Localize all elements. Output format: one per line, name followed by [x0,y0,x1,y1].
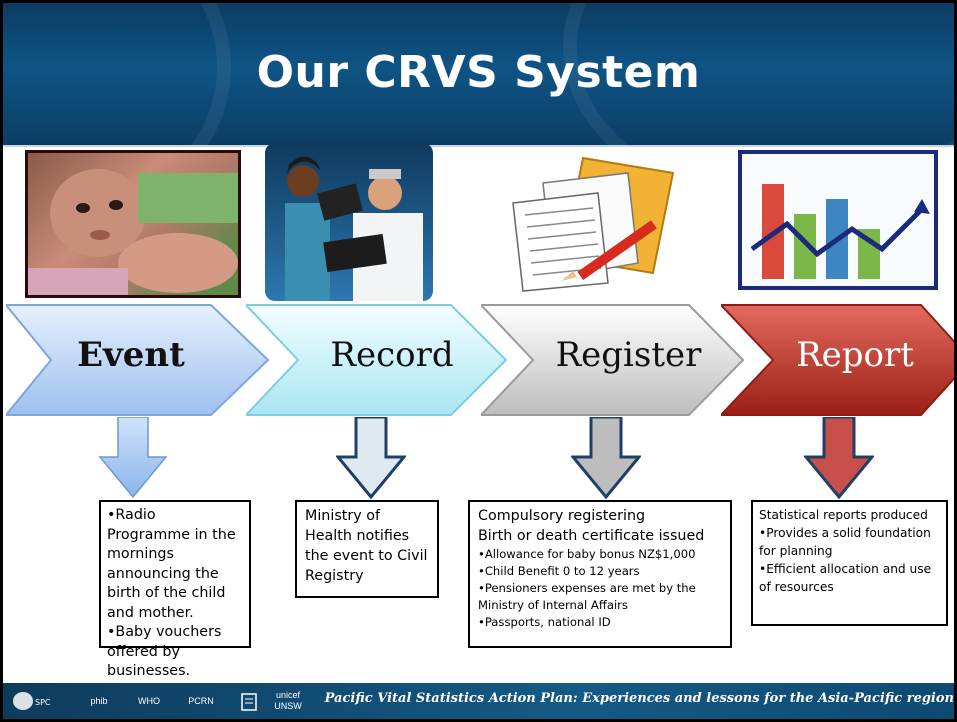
report-down-arrow [802,415,876,504]
register-detail-item: •Pensioners expenses are met by the Mini… [478,581,696,612]
phib-logo-text: phib [90,696,108,706]
event-details-box: •Radio Programme in the mornings announc… [99,500,251,679]
pcrn-logo: PCRN [181,687,221,715]
unicef-logo-text: unicef [275,690,301,700]
register-lead-text: Compulsory registering [478,508,646,524]
pcrn-logo-text: PCRN [188,696,214,706]
who-logo-text: WHO [138,696,160,706]
building-icon [239,687,259,715]
record-down-arrow [334,415,408,504]
report-detail-item: •Provides a solid foundation for plannin… [759,526,931,558]
register-details-box: Compulsory registering Birth or death ce… [468,500,732,648]
event-detail-item: •Radio Programme in the mornings announc… [107,507,236,621]
footer-caption: Pacific Vital Statistics Action Plan: Ex… [324,691,954,706]
slide-title: Our CRVS System [256,47,701,98]
chart-illustration [738,150,938,290]
register-detail-item: •Allowance for baby bonus NZ$1,000 [478,547,696,561]
step-report-chevron: Report [721,303,954,417]
register-lead-text: Birth or death certificate issued [478,528,705,544]
step-event-chevron: Event [6,303,271,417]
who-logo: WHO [128,687,170,715]
footer-bar: SPC phib WHO PCRN unicef UNSW Pacific Vi… [3,683,954,719]
register-down-arrow [569,415,643,504]
step-event-label: Event [77,335,185,375]
step-record-label: Record [330,335,454,375]
register-detail-item: •Passports, national ID [478,615,611,629]
spc-logo: SPC [11,687,51,715]
step-report-label: Report [796,335,914,375]
doctors-illustration [265,143,433,301]
event-detail-item: •Baby vouchers offered by businesses. [107,624,222,679]
step-register-label: Register [555,335,702,375]
baby-photo [25,150,241,298]
unsw-logo-text: UNSW [274,701,302,711]
header-divider [3,145,954,153]
report-lead-text: Statistical reports produced [759,508,928,522]
record-details-box: Ministry of Health notifies the event to… [295,500,439,598]
unicef-unsw-logo: unicef UNSW [271,687,305,715]
step-register-chevron: Register [481,303,746,417]
step-record-chevron: Record [246,303,508,417]
event-down-arrow [98,416,168,504]
header-banner: Our CRVS System [3,3,954,145]
record-detail-item: Ministry of Health notifies the event to… [305,508,428,584]
report-details-box: Statistical reports produced •Provides a… [751,500,948,626]
phib-logo: phib [81,687,117,715]
register-detail-item: •Child Benefit 0 to 12 years [478,564,640,578]
spc-logo-text: SPC [35,698,51,707]
documents-illustration [503,153,683,293]
report-detail-item: •Efficient allocation and use of resourc… [759,562,932,594]
